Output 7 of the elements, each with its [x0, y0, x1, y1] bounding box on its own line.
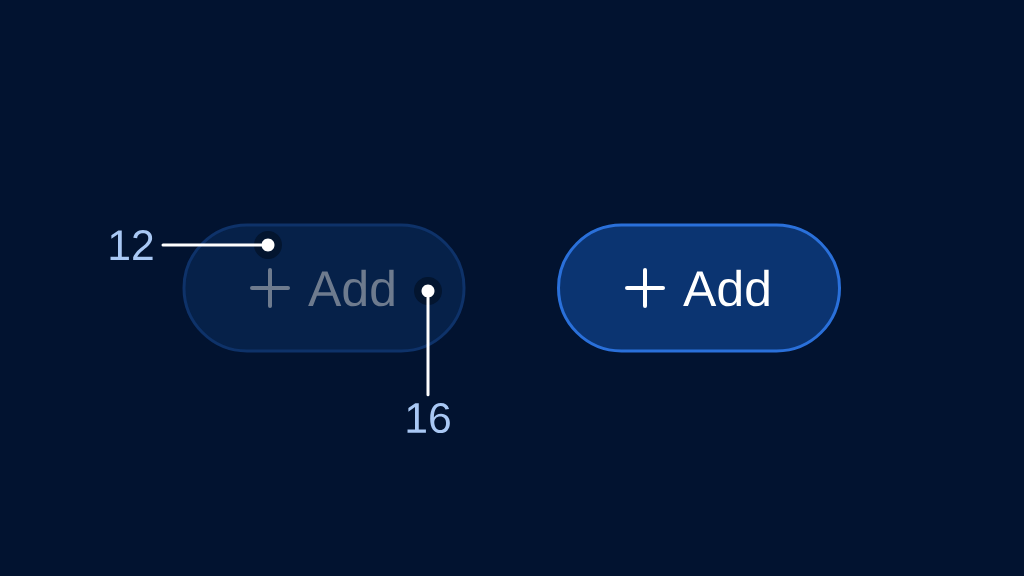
dot-marker: [254, 231, 282, 259]
leader-line: [426, 296, 430, 397]
callout-number: 16: [407, 402, 450, 434]
dot-marker: [414, 277, 442, 305]
pill-button: Add: [557, 223, 841, 353]
callout-number: 12: [110, 230, 153, 260]
leader-line: [161, 243, 263, 247]
